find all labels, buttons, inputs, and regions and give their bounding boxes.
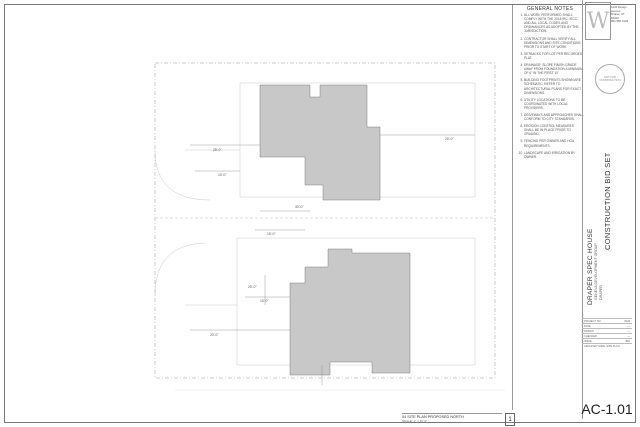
note-item: LANDSCAPE AND IRRIGATION BY OWNER. [524, 151, 584, 159]
sheet-title-row: ARCHITECTURAL SITE PLAN [582, 343, 632, 348]
firm-address: 1234 Design Avenue Draper, UT 84020 801.… [611, 5, 632, 24]
info-value: BID [625, 339, 630, 343]
firm-line: 1234 Design Avenue [611, 5, 627, 13]
sheet-number: AC-1.01 [581, 401, 633, 417]
drawing-sheet: 25'-0" 10'-0" 30'-0" 20'-0" 15'-0" 25'-0… [4, 4, 636, 426]
setback-line-upper [239, 82, 476, 198]
info-value: — [627, 324, 630, 328]
professional-seal: NOT FOR CONSTRUCTION [595, 64, 625, 94]
note-item: ALL WORK PERFORMED SHALL COMPLY WITH THE… [524, 13, 584, 33]
set-title: CONSTRUCTION BID SET [603, 152, 612, 250]
note-item: DRAINAGE: SLOPE FINISH GRADE AWAY FROM F… [524, 63, 584, 75]
note-item: SETBACKS FOR LOT PER RECORDED PLAT. [524, 52, 584, 60]
info-value: — [627, 334, 630, 338]
note-item: UTILITY LOCATIONS TO BE COORDINATED WITH… [524, 98, 584, 110]
note-item: DRIVEWAYS AND APPROACHES SHALL CONFORM T… [524, 113, 584, 121]
firm-line: 801.555.0123 [611, 19, 629, 24]
view-number: 1 [505, 413, 515, 426]
general-notes-heading: GENERAL NOTES [526, 6, 574, 12]
dimension-label: 10'-0" [218, 173, 227, 177]
view-scale: SCALE: 1" = 10'-0" [402, 419, 428, 423]
info-row: CHECKED — [582, 333, 632, 338]
info-value: 2023 [624, 319, 630, 323]
curb-curve-lower [154, 242, 206, 296]
dimension-label: 20'-0" [210, 333, 219, 337]
info-row: PROJECT NO. 2023 [582, 318, 632, 323]
curb-curve-upper [154, 149, 211, 201]
firm-line: Draper, UT 84020 [611, 12, 625, 20]
house-footprint-upper [259, 84, 381, 201]
note-item: BUILDING FOOTPRINTS SHOWN ARE SCHEMATIC.… [524, 78, 584, 94]
dimension-label: 25'-0" [248, 285, 257, 289]
info-key: DRAWN [584, 329, 594, 333]
setback-line-lower [236, 237, 476, 366]
dimension-label: 30'-0" [295, 205, 304, 209]
project-city: DRAPER [599, 285, 603, 300]
info-value: — [627, 329, 630, 333]
info-key: PROJECT NO. [584, 319, 602, 323]
general-notes-panel: GENERAL NOTES ALL WORK PERFORMED SHALL C… [512, 5, 587, 410]
note-item: FENCING PER OWNER AND HOA REQUIREMENTS. [524, 139, 584, 147]
sheet-title: ARCHITECTURAL SITE PLAN [584, 344, 620, 348]
info-key: CHECKED [584, 334, 597, 338]
info-row: DATE — [582, 323, 632, 328]
info-row: DRAWN — [582, 328, 632, 333]
dimension-label: 10'-0" [260, 299, 269, 303]
property-line [154, 62, 496, 379]
revision-table: PROJECT NO. 2023 DATE — DRAWN — CHECKED — IS… [582, 318, 632, 348]
site-plan-drawing [154, 62, 505, 391]
dimension-label: 15'-0" [267, 232, 276, 236]
view-label: 04 SITE PLAN PROPOSED NORTH [402, 415, 464, 419]
dimension-label: 25'-0" [213, 148, 222, 152]
developer-name: GENEVA DEVELOPMENT GROUP [594, 243, 598, 300]
info-row: ISSUE BID [582, 338, 632, 343]
info-key: ISSUE [584, 339, 592, 343]
dimension-label: 20'-0" [445, 137, 454, 141]
house-footprint-lower [289, 248, 411, 376]
view-title: 04 SITE PLAN PROPOSED NORTH SCALE: 1" = … [402, 413, 502, 423]
project-name: DRAPER SPEC HOUSE [587, 228, 594, 305]
general-notes-list: ALL WORK PERFORMED SHALL COMPLY WITH THE… [516, 13, 584, 159]
note-item: CONTRACTOR SHALL VERIFY ALL DIMENSIONS A… [524, 37, 584, 49]
title-block: W 1234 Design Avenue Draper, UT 84020 80… [582, 0, 632, 419]
note-item: EROSION CONTROL MEASURES SHALL BE IN PLA… [524, 124, 584, 136]
info-key: DATE [584, 324, 591, 328]
firm-logo-icon: W [585, 2, 611, 40]
